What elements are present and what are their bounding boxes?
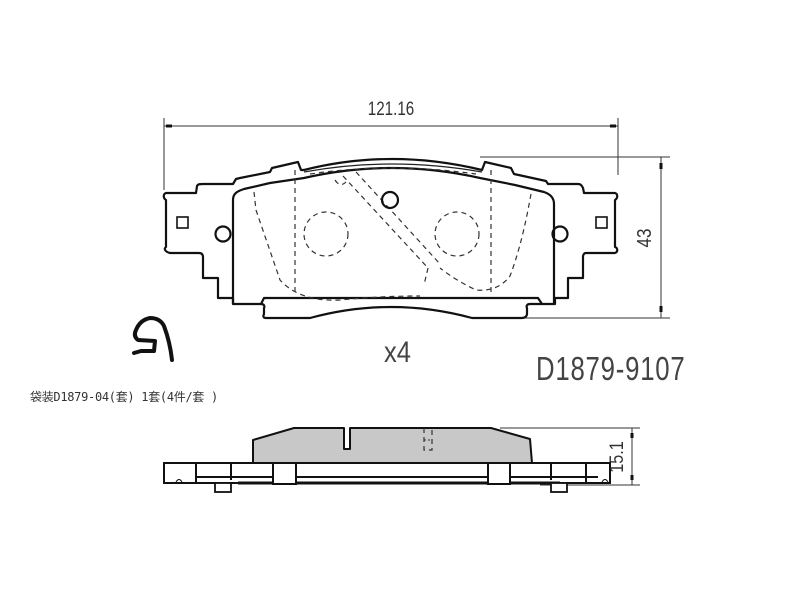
packaging-note: 袋装D1879-04(套) 1套(4件/套 ) <box>30 390 218 404</box>
quantity-label: x4 <box>384 336 411 369</box>
part-number: D1879-9107 <box>536 350 686 387</box>
width-dimension-value: 121.16 <box>368 97 414 119</box>
width-dimension: 121.16 <box>163 97 619 190</box>
mounting-hole-right <box>551 225 569 243</box>
tab-slot-left <box>176 216 189 229</box>
mounting-hole-top <box>380 190 400 210</box>
clip-icon <box>132 316 174 362</box>
side-view: 15.1 <box>163 427 640 493</box>
mounting-hole-left <box>214 225 232 243</box>
friction-material <box>252 427 533 464</box>
friction-pad-edge <box>231 166 556 304</box>
thickness-dimension-value: 15.1 <box>606 441 628 472</box>
backing-plate-outline <box>162 157 619 320</box>
tab-slot-right <box>595 216 608 229</box>
hidden-hole-left <box>303 211 349 257</box>
height-dimension-value: 43 <box>633 229 656 248</box>
hidden-hole-right <box>434 211 480 257</box>
clip-detail <box>132 316 174 362</box>
front-view <box>162 157 619 320</box>
